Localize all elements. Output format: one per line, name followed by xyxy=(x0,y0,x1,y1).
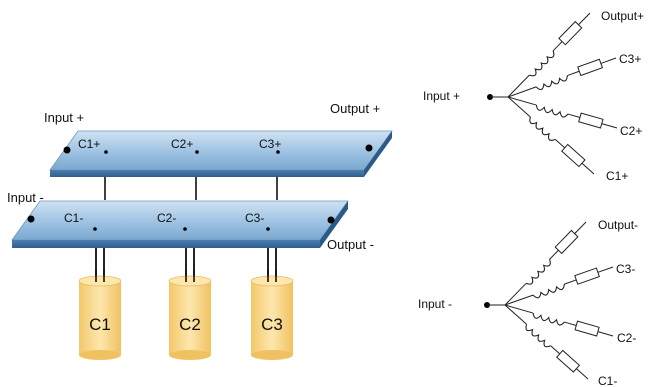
branch-output-minus xyxy=(504,221,587,306)
inductor-coil xyxy=(529,50,555,77)
c2-plus-point xyxy=(195,150,199,154)
input-minus-label: Input - xyxy=(7,190,44,205)
output-plus-terminal xyxy=(365,144,373,152)
branch-c3-minus xyxy=(504,266,614,306)
schematic-input-minus-label: Input - xyxy=(418,297,452,311)
branch-output-plus xyxy=(507,12,591,98)
resistor xyxy=(577,58,604,77)
capacitor-label-c1: C1 xyxy=(89,315,111,334)
resistor xyxy=(556,349,581,373)
tap-label-c1-minus: C1- xyxy=(64,211,83,225)
resistor xyxy=(558,20,583,46)
tap-label-c3-plus: C3+ xyxy=(259,137,281,151)
negative-network-schematic: Input - Output- C3- C2- C1- xyxy=(418,218,638,387)
inductor-coil xyxy=(535,104,569,118)
c1-plus-point xyxy=(104,150,108,154)
inductor-coil xyxy=(535,75,568,91)
c2-minus-point xyxy=(183,227,187,231)
branch-c3-plus xyxy=(507,57,617,98)
capacitor-label-c2: C2 xyxy=(179,315,201,334)
output-minus-terminal xyxy=(327,216,335,224)
bottom-plate xyxy=(11,200,349,248)
bottom-plate-terminals: C1- C2- C3- Input - Output - xyxy=(7,190,374,252)
capacitor-c3: C3 xyxy=(250,270,294,360)
inductor-coil xyxy=(529,116,556,141)
branch-label-c3-minus: C3- xyxy=(616,262,635,276)
tap-label-c2-minus: C2- xyxy=(157,211,176,225)
inductor-coil xyxy=(532,312,565,326)
capacitor-c1: C1 xyxy=(78,270,122,360)
branch-label-c1-plus: C1+ xyxy=(606,169,628,183)
branch-c1-plus xyxy=(507,96,595,175)
branch-label-c2-minus: C2- xyxy=(617,331,636,345)
tap-label-c2-plus: C2+ xyxy=(171,137,193,151)
plate-interconnects xyxy=(104,176,278,200)
inductor-coil xyxy=(532,284,565,299)
resistor xyxy=(574,267,601,285)
resistor xyxy=(578,112,604,129)
resistor xyxy=(561,143,586,168)
positive-network-schematic: Input + Output+ C3+ C2+ C1+ xyxy=(423,9,644,183)
input-plus-terminal xyxy=(63,146,71,154)
branch-c1-minus xyxy=(504,304,589,380)
inductor-coil xyxy=(525,324,551,348)
top-plate xyxy=(49,130,393,177)
branch-label-c2-plus: C2+ xyxy=(620,124,642,138)
branch-label-c1-minus: C1- xyxy=(598,374,617,387)
resistor xyxy=(554,229,579,255)
inductor-coil xyxy=(525,259,551,285)
c3-minus-point xyxy=(266,227,270,231)
schematic-input-plus-label: Input + xyxy=(423,89,460,103)
tap-label-c1-plus: C1+ xyxy=(78,137,100,151)
top-plate-terminals: C1+ C2+ C3+ Input + Output + xyxy=(44,101,380,154)
branch-label-c3-plus: C3+ xyxy=(619,52,641,66)
resistor xyxy=(574,320,600,337)
output-minus-label: Output - xyxy=(327,237,374,252)
capacitor-label-c3: C3 xyxy=(261,315,283,334)
c3-plus-point xyxy=(276,150,280,154)
capacitor-c2: C2 xyxy=(168,270,212,360)
branch-c2-plus xyxy=(507,96,618,129)
output-plus-label: Output + xyxy=(330,101,380,116)
branch-c2-minus xyxy=(504,304,614,337)
c1-minus-point xyxy=(93,227,97,231)
input-minus-terminal xyxy=(27,215,35,223)
tap-label-c3-minus: C3- xyxy=(245,211,264,225)
input-plus-label: Input + xyxy=(44,110,84,125)
branch-label-output-plus: Output+ xyxy=(601,9,644,23)
branch-label-output-minus: Output- xyxy=(598,218,638,232)
